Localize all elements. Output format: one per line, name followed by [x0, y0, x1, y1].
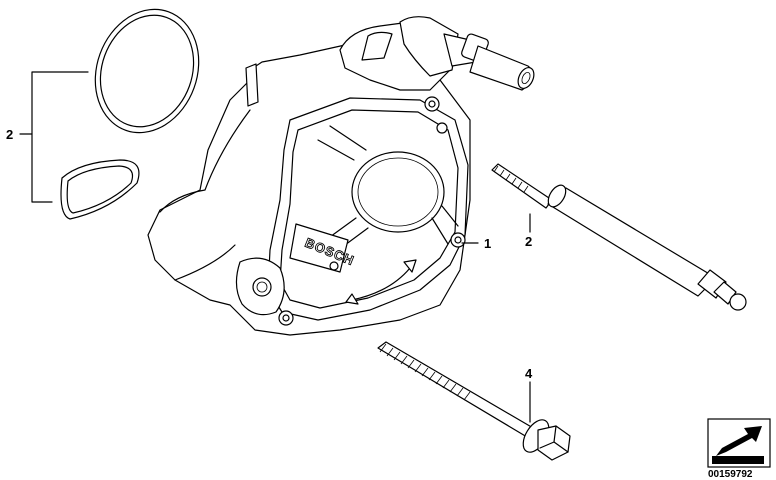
callout-2-tool: 2 — [525, 234, 532, 249]
reference-box — [707, 418, 771, 468]
vacuum-pump: BOSCH — [147, 16, 535, 336]
callout-1-vacuum-pump: 1 — [484, 236, 491, 251]
cover-screw — [278, 310, 294, 326]
special-tool — [491, 163, 747, 311]
callout-4-bolt: 4 — [525, 366, 533, 381]
bolt — [377, 341, 571, 461]
cover-screw — [450, 232, 466, 248]
o-ring — [94, 8, 200, 134]
reference-number: 00159792 — [708, 469, 753, 480]
cover-screw — [424, 96, 440, 112]
callout-2-seal-set: 2 — [6, 127, 13, 142]
triangular-gasket — [60, 159, 140, 220]
arrow-icon — [716, 426, 762, 456]
seal-set-bracket — [19, 71, 89, 203]
